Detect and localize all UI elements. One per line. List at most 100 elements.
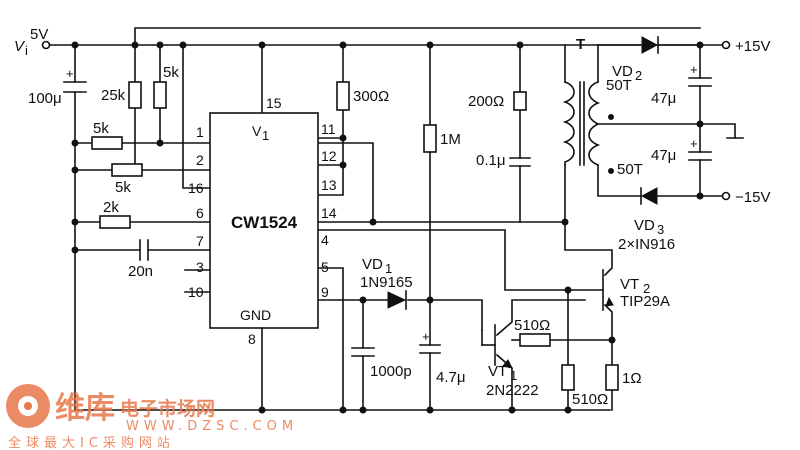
label-c47-top: 47μ xyxy=(651,90,676,107)
diode-vd1 xyxy=(387,291,407,309)
label-vd3-sub: 3 xyxy=(657,222,664,237)
resistor-2k xyxy=(99,215,131,229)
label-r1m: 1M xyxy=(440,131,461,148)
pin-7: 7 xyxy=(196,233,204,249)
label-r510-v: 510Ω xyxy=(572,391,608,408)
transistors xyxy=(481,269,614,369)
cap-1000p xyxy=(351,347,375,357)
resistor-25k xyxy=(128,81,142,109)
resistors xyxy=(91,81,619,391)
terminal-pos xyxy=(721,40,731,50)
label-c-in: 100μ xyxy=(28,90,62,107)
resistor-1ohm xyxy=(605,364,619,391)
label-vt1: VT xyxy=(488,363,507,380)
label-out-pos: +15V xyxy=(735,38,770,55)
plus-sign: + xyxy=(690,136,698,151)
label-r5k-pin2: 5k xyxy=(115,179,131,196)
label-vt2-sub: 2 xyxy=(643,281,650,296)
resistor-510-h xyxy=(519,333,551,347)
pin-8: 8 xyxy=(248,331,256,347)
ic-supply-sub: 1 xyxy=(262,128,269,143)
label-c20n: 20n xyxy=(128,263,153,280)
cap-100u xyxy=(63,81,87,93)
vin-sub: i xyxy=(25,43,28,58)
label-r510-h: 510Ω xyxy=(514,317,550,334)
terminal-neg xyxy=(721,191,731,201)
pin-12: 12 xyxy=(321,148,337,164)
cap-4-7u xyxy=(419,344,441,354)
pin-2: 2 xyxy=(196,152,204,168)
label-c47-bot: 47μ xyxy=(651,147,676,164)
diode-vd3 xyxy=(640,187,658,205)
watermark-logo-icon xyxy=(6,384,50,428)
label-r25k: 25k xyxy=(101,87,126,104)
ic-gnd-label: GND xyxy=(240,307,271,323)
ic-name: CW1524 xyxy=(231,213,298,232)
watermark-url: WWW.DZSC.COM xyxy=(126,419,298,434)
label-vt1-part: 2N2222 xyxy=(486,382,539,399)
label-turns-top: 50T xyxy=(606,77,632,94)
label-vd3-part: 2×IN916 xyxy=(618,236,675,253)
resistor-200 xyxy=(513,91,527,111)
vin-symbol: V xyxy=(14,38,26,55)
resistor-5k-pin1 xyxy=(91,136,123,150)
capacitors: + + + + xyxy=(63,62,712,357)
plus-sign: + xyxy=(422,329,430,344)
watermark-brand2: 电子市场网 xyxy=(120,397,215,420)
label-vd2: VD xyxy=(612,63,633,80)
diode-vd2 xyxy=(641,36,659,54)
pin-6: 6 xyxy=(196,205,204,221)
cap-0-1u xyxy=(509,157,531,167)
label-turns-bot: 50T xyxy=(617,161,643,178)
cap-47u-bot xyxy=(688,151,712,161)
terminal-vin xyxy=(41,40,51,50)
label-r1: 1Ω xyxy=(622,370,642,387)
label-r2k: 2k xyxy=(103,199,119,216)
label-r200: 200Ω xyxy=(468,93,504,110)
labels: V i 5V 100μ 25k 5k 5k 5k 2k 20n 300Ω 1M … xyxy=(14,26,770,408)
label-vt2: VT xyxy=(620,276,639,293)
pin-5: 5 xyxy=(321,259,329,275)
watermark: 维库 电子市场网 WWW.DZSC.COM 全球最大IC采购网站 xyxy=(6,384,298,450)
label-vd1-sub: 1 xyxy=(385,261,392,276)
resistor-510-v xyxy=(561,364,575,391)
label-c01: 0.1μ xyxy=(476,152,506,169)
label-vd1: VD xyxy=(362,256,383,273)
pin-15: 15 xyxy=(266,95,282,111)
label-vd2-sub: 2 xyxy=(635,68,642,83)
resistor-5k-top xyxy=(153,81,167,109)
pin-14: 14 xyxy=(321,205,337,221)
label-r300: 300Ω xyxy=(353,88,389,105)
resistor-300 xyxy=(336,81,350,111)
label-out-neg: −15V xyxy=(735,189,770,206)
label-r5k-top: 5k xyxy=(163,64,179,81)
pin-3: 3 xyxy=(196,259,204,275)
label-c1000p: 1000p xyxy=(370,363,412,380)
cap-47u-top xyxy=(688,77,712,87)
ic-supply-label: V xyxy=(252,123,262,139)
watermark-tagline: 全球最大IC采购网站 xyxy=(8,435,175,450)
label-transformer: T xyxy=(576,36,585,53)
label-vt2-part: TIP29A xyxy=(620,293,670,310)
diodes xyxy=(387,36,659,310)
wires xyxy=(49,27,736,411)
label-vd1-part: 1N9165 xyxy=(360,274,413,291)
vin-voltage: 5V xyxy=(30,26,48,43)
pin-16: 16 xyxy=(188,180,204,196)
pin-4: 4 xyxy=(321,232,329,248)
pin-1: 1 xyxy=(196,124,204,140)
label-vd3: VD xyxy=(634,217,655,234)
label-vt1-sub: 1 xyxy=(510,368,517,383)
cap-20n xyxy=(139,239,149,261)
pin-9: 9 xyxy=(321,284,329,300)
transformer-t xyxy=(562,80,614,174)
watermark-brand: 维库 xyxy=(55,391,115,426)
ic-cw1524: CW1524 V 1 GND 1 2 16 6 7 3 10 15 11 12 … xyxy=(188,95,337,411)
plus-sign: + xyxy=(66,66,74,81)
resistor-1m xyxy=(423,124,437,153)
pin-10: 10 xyxy=(188,284,204,300)
resistor-5k-pin2 xyxy=(111,163,143,177)
pin-13: 13 xyxy=(321,177,337,193)
plus-sign: + xyxy=(690,62,698,77)
